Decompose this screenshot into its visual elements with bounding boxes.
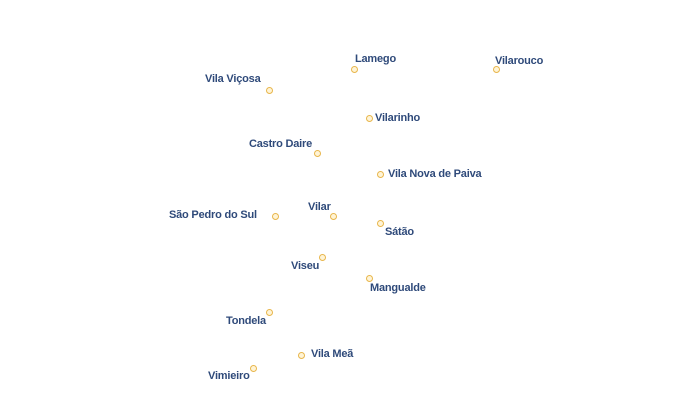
place-label: Vimieiro [208, 370, 250, 382]
place-marker[interactable] [365, 114, 373, 122]
place-label: Tondela [226, 315, 266, 327]
place-marker[interactable] [265, 308, 273, 316]
place-label: Lamego [355, 53, 396, 65]
place-label: São Pedro do Sul [169, 209, 257, 221]
place-marker[interactable] [329, 212, 337, 220]
place-label: Vila Viçosa [205, 73, 261, 85]
place-marker[interactable] [376, 219, 384, 227]
place-label: Vilar [308, 201, 331, 213]
place-label: Vila Meã [311, 348, 354, 360]
place-marker[interactable] [297, 351, 305, 359]
place-label: Vila Nova de Paiva [388, 168, 482, 180]
place-marker[interactable] [271, 212, 279, 220]
place-label: Sátão [385, 226, 414, 238]
place-marker[interactable] [265, 86, 273, 94]
place-marker[interactable] [249, 364, 257, 372]
place-marker[interactable] [376, 170, 384, 178]
place-marker[interactable] [318, 253, 326, 261]
place-marker[interactable] [350, 65, 358, 73]
place-label: Mangualde [370, 282, 426, 294]
place-label: Vilarinho [375, 112, 421, 124]
place-marker[interactable] [313, 149, 321, 157]
place-marker[interactable] [492, 65, 500, 73]
place-label: Viseu [291, 260, 320, 272]
place-label: Vilarouco [495, 55, 544, 67]
place-label: Castro Daire [249, 138, 313, 150]
place-marker[interactable] [365, 274, 373, 282]
